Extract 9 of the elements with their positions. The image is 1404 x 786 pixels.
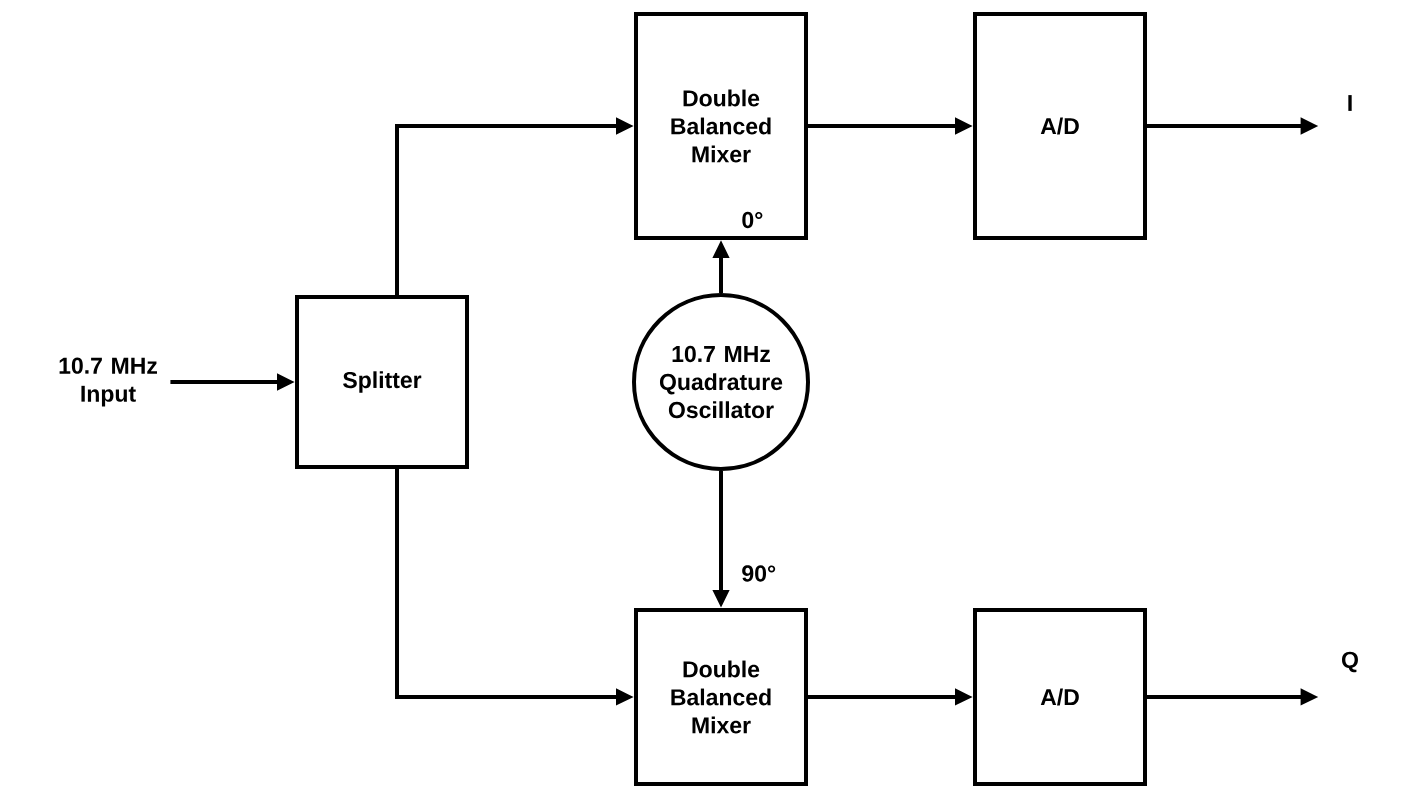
block-box: Double Balanced Mixer xyxy=(634,608,808,786)
signal-label: 10.7 MHz Input xyxy=(59,357,157,407)
block-box: A/D xyxy=(973,12,1147,240)
block-box: A/D xyxy=(973,608,1147,786)
edge-label: 0° xyxy=(742,211,763,229)
block-box: Splitter xyxy=(295,295,469,469)
signal-label: I xyxy=(1348,95,1352,111)
edge-label: 90° xyxy=(742,565,776,582)
signal-label: Q xyxy=(1342,651,1358,673)
